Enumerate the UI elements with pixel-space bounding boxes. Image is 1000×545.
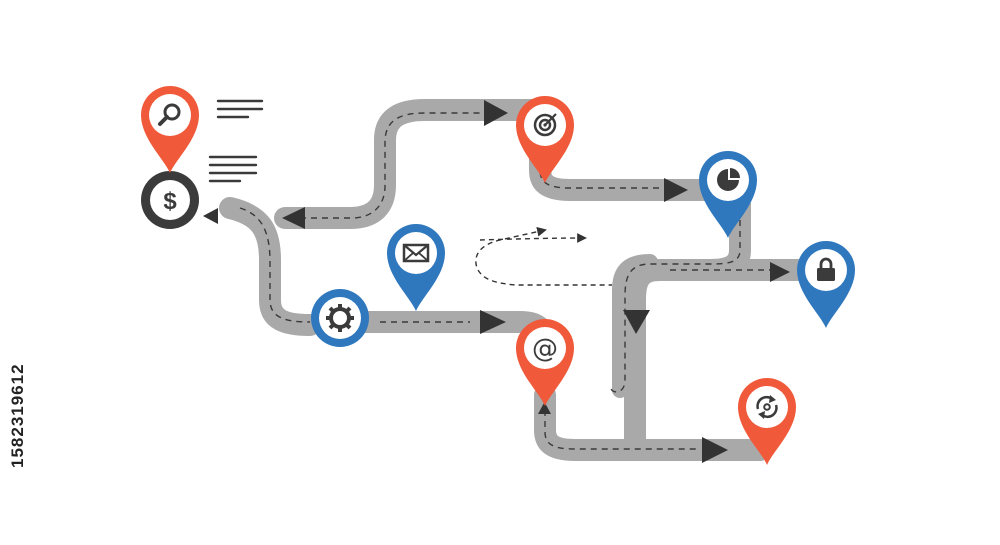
map-pin [699, 151, 757, 238]
map-pin [797, 241, 855, 328]
direction-arrows [203, 100, 790, 463]
arrow-right [664, 178, 688, 202]
side-id-text: 1582319612 [8, 363, 27, 469]
road-vertical-stub [612, 254, 658, 398]
map-pin: @ [516, 319, 574, 406]
arrow-right [702, 437, 728, 463]
dollar-icon: $ [163, 188, 177, 215]
road-chart-down [624, 194, 751, 451]
magnifier-icon [158, 103, 181, 126]
road-at-down [534, 384, 771, 461]
road-upper-connector [274, 99, 551, 229]
map-pin [387, 224, 445, 311]
gear-icon [326, 304, 354, 332]
target-icon [533, 113, 557, 137]
road-upper-left [219, 197, 321, 336]
at-sign-icon: @ [532, 334, 558, 364]
map-pin [516, 96, 574, 183]
padlock-icon [817, 257, 835, 281]
arrow-right [484, 100, 508, 126]
dashed-loop [475, 226, 612, 286]
arrow-down [623, 310, 650, 334]
arrow-left [203, 208, 218, 224]
dollar-node: $ [141, 171, 199, 229]
gear-node [311, 289, 369, 347]
pie-chart-icon [717, 168, 740, 191]
road-gear-to-at [329, 311, 556, 356]
road-dashes [239, 112, 780, 450]
refresh-icon [756, 395, 778, 419]
map-pin [738, 378, 796, 465]
text-lines-icon [208, 99, 264, 183]
at-sign-label: @ [532, 334, 558, 364]
envelope-icon [402, 243, 430, 263]
pins: @ [141, 86, 855, 465]
arrow-up [538, 402, 551, 414]
arrow-left [282, 207, 305, 229]
map-pin [141, 86, 199, 173]
arrow-right [770, 262, 790, 282]
arrow-right [480, 310, 506, 334]
